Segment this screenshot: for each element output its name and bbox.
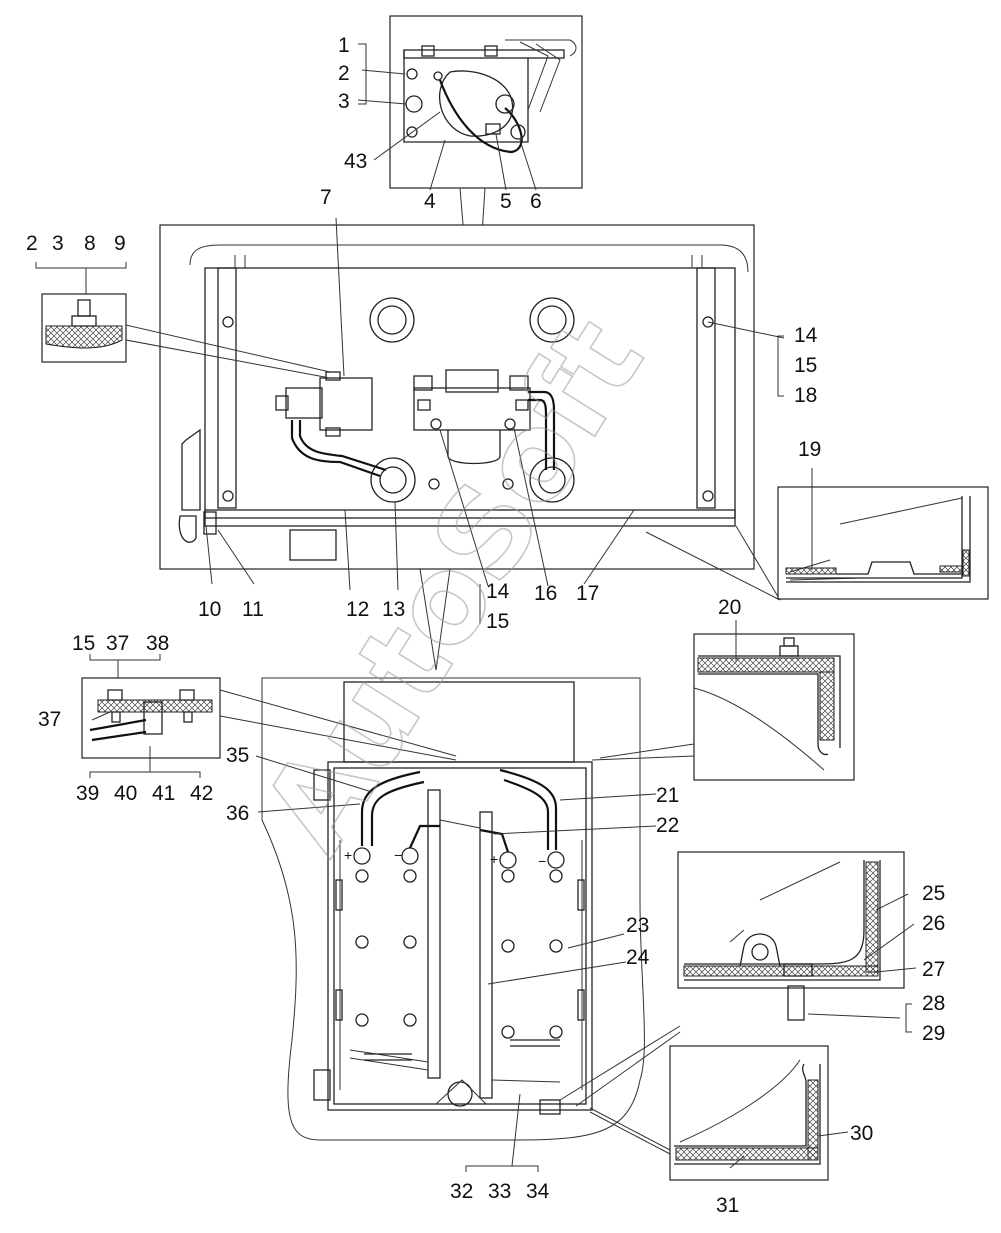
- callout-1: 1: [338, 34, 350, 57]
- callout-3: 3: [338, 90, 350, 113]
- callout-42: 42: [190, 782, 213, 805]
- callout-12: 12: [346, 598, 369, 621]
- detail-25-29: [677, 851, 917, 1033]
- callout-13: 13: [382, 598, 405, 621]
- callout-26: 26: [922, 912, 945, 935]
- callout-32: 32: [450, 1180, 473, 1203]
- polarity-minus-right: −: [538, 853, 546, 869]
- callout-22: 22: [656, 814, 679, 837]
- callout-23: 23: [626, 914, 649, 937]
- detail-19: [777, 468, 989, 600]
- callout-2-detail: 2: [26, 232, 38, 255]
- callout-33: 33: [488, 1180, 511, 1203]
- top-detail-view: [357, 15, 583, 359]
- callout-40: 40: [114, 782, 137, 805]
- callout-37-side: 37: [38, 708, 61, 731]
- detail-15-37-38: [81, 654, 457, 778]
- callout-43: 43: [344, 150, 367, 173]
- callout-21: 21: [656, 784, 679, 807]
- callout-14-lower: 14: [486, 580, 510, 603]
- callout-28: 28: [922, 992, 945, 1015]
- callout-34: 34: [526, 1180, 550, 1203]
- callout-39: 39: [76, 782, 99, 805]
- callout-20: 20: [718, 596, 741, 619]
- callout-14: 14: [794, 324, 818, 347]
- callout-4: 4: [424, 190, 436, 213]
- callout-30: 30: [850, 1122, 873, 1145]
- lower-main-view: [255, 677, 681, 1172]
- callout-16: 16: [534, 582, 557, 605]
- callout-18: 18: [794, 384, 817, 407]
- callout-24: 24: [626, 946, 650, 969]
- callout-10: 10: [198, 598, 221, 621]
- callout-15-lower: 15: [486, 610, 509, 633]
- callout-29: 29: [922, 1022, 945, 1045]
- callout-7: 7: [320, 186, 332, 209]
- callout-8: 8: [84, 232, 96, 255]
- polarity-plus-right: +: [490, 851, 498, 867]
- callout-6: 6: [530, 190, 542, 213]
- callout-3-detail: 3: [52, 232, 64, 255]
- callout-11: 11: [242, 598, 264, 621]
- callout-38: 38: [146, 632, 169, 655]
- callout-labels: 1 2 3 43 4 5 6 2 3 8 9 7 14 15 18 19 10 …: [26, 34, 945, 1217]
- polarity-minus-left: −: [394, 847, 402, 863]
- callout-37: 37: [106, 632, 129, 655]
- callout-36: 36: [226, 802, 249, 825]
- callout-41: 41: [152, 782, 175, 805]
- callout-15: 15: [794, 354, 817, 377]
- callout-2: 2: [338, 62, 350, 85]
- detail-30-31: [669, 1045, 849, 1181]
- callout-19: 19: [798, 438, 821, 461]
- callout-25: 25: [922, 882, 945, 905]
- polarity-plus-left: +: [344, 847, 352, 863]
- detail-20: [591, 620, 855, 781]
- detail-bolt-2-3-8-9: [35, 262, 127, 363]
- callout-9: 9: [114, 232, 126, 255]
- main-upper-view: [125, 217, 785, 671]
- callout-15-detail: 15: [72, 632, 95, 655]
- callout-27: 27: [922, 958, 945, 981]
- callout-17: 17: [576, 582, 599, 605]
- callout-35: 35: [226, 744, 249, 767]
- callout-31: 31: [716, 1194, 739, 1217]
- callout-5: 5: [500, 190, 512, 213]
